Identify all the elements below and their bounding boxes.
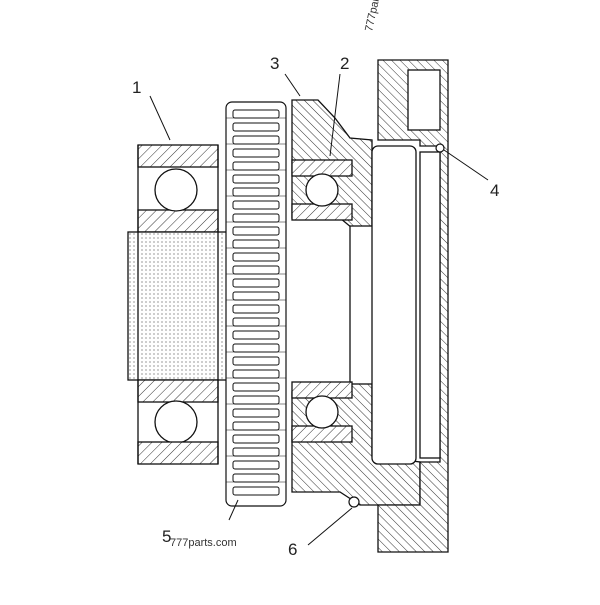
gear-tooth <box>232 395 280 405</box>
gear-tooth <box>232 200 280 210</box>
gear-tooth <box>232 239 280 249</box>
flange <box>371 59 449 553</box>
gear-tooth <box>232 421 280 431</box>
gear-tooth <box>232 278 280 288</box>
gear-tooth <box>232 174 280 184</box>
callout-2: 2 <box>340 54 349 73</box>
o-ring-6 <box>348 496 360 508</box>
gear-tooth <box>232 447 280 457</box>
gear-tooth <box>232 356 280 366</box>
gear-tooth <box>232 265 280 275</box>
gear-tooth <box>232 291 280 301</box>
gear-tooth <box>232 304 280 314</box>
gear-tooth <box>232 135 280 145</box>
gear-tooth <box>232 109 280 119</box>
gear-tooth <box>232 434 280 444</box>
callout-3: 3 <box>270 54 279 73</box>
o-ring-4 <box>435 143 445 153</box>
gear-tooth <box>232 330 280 340</box>
callout-1: 1 <box>132 78 141 97</box>
gear-tooth <box>232 187 280 197</box>
watermark-bottom: 777parts.com <box>170 537 237 549</box>
gear-tooth <box>232 122 280 132</box>
gear-tooth <box>232 486 280 496</box>
gear-tooth <box>232 343 280 353</box>
gear-tooth <box>232 473 280 483</box>
gear <box>225 101 287 507</box>
gear-tooth <box>232 252 280 262</box>
callout-6: 6 <box>288 540 297 559</box>
right-bearing <box>291 159 353 443</box>
watermark-rotated: 777parts.com <box>363 0 389 33</box>
callout-4: 4 <box>490 181 499 200</box>
left-bearing <box>127 144 229 465</box>
gear-tooth <box>232 369 280 379</box>
gear-tooth <box>232 161 280 171</box>
gear-tooth <box>232 408 280 418</box>
callout-5: 5 <box>162 527 171 546</box>
gear-tooth <box>232 317 280 327</box>
gear-tooth <box>232 213 280 223</box>
gear-tooth <box>232 382 280 392</box>
gear-tooth <box>232 460 280 470</box>
leader-lines <box>149 73 489 546</box>
gear-tooth <box>232 226 280 236</box>
gear-tooth <box>232 148 280 158</box>
